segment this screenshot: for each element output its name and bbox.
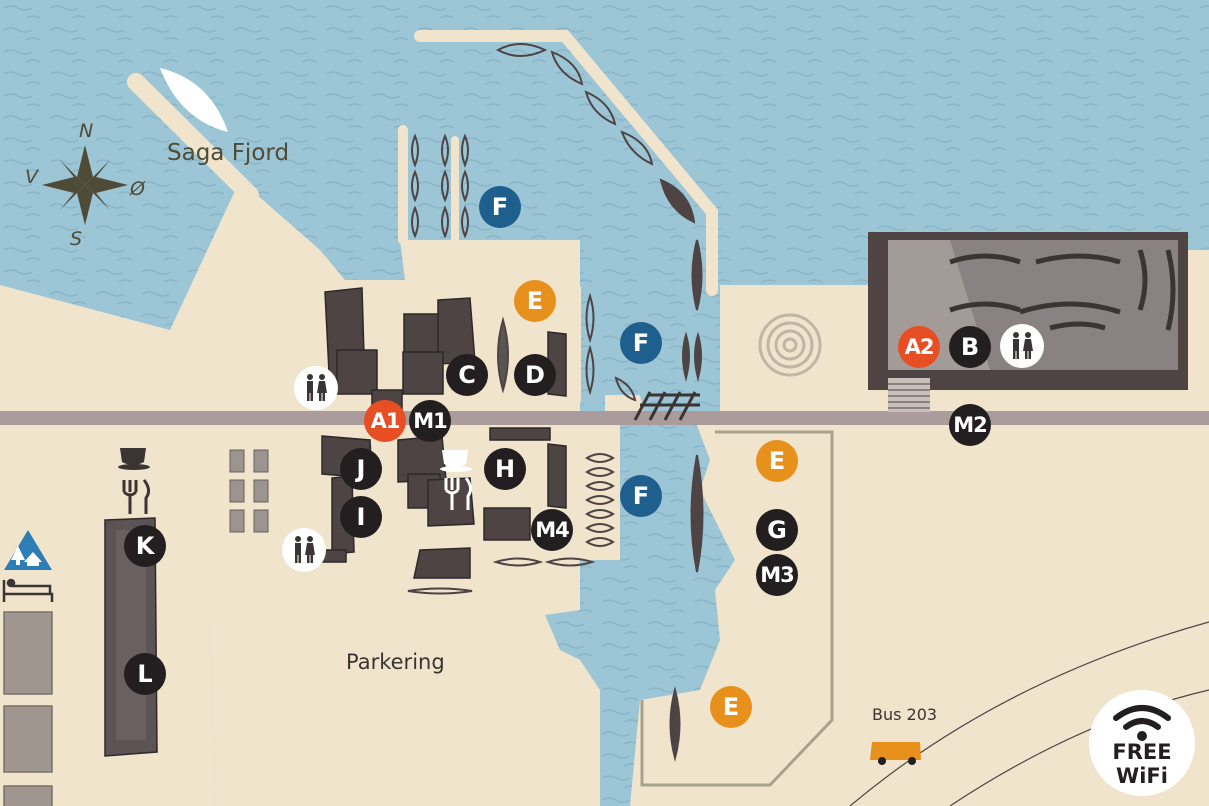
bus-icon — [870, 742, 921, 765]
restaurant-icon-2 — [444, 477, 473, 510]
marker-a1[interactable]: A1 — [364, 400, 406, 442]
toilet-icon — [282, 528, 326, 572]
bus-label: Bus 203 — [872, 705, 938, 724]
marker-e1[interactable]: E — [514, 280, 556, 322]
toilet-icon — [1000, 324, 1044, 368]
compass-rose-icon — [42, 145, 128, 225]
buildings — [104, 287, 567, 757]
marker-b[interactable]: B — [949, 326, 991, 368]
marker-e3[interactable]: E — [710, 686, 752, 728]
marker-f1[interactable]: F — [479, 186, 521, 228]
wifi-free-text: FREE — [1112, 740, 1172, 764]
restaurant-icon — [122, 479, 151, 514]
marker-c[interactable]: C — [446, 354, 488, 396]
small-huts — [229, 449, 269, 533]
cafe-icon-2 — [440, 450, 472, 472]
museum-building — [868, 232, 1188, 412]
boats — [407, 43, 704, 762]
jetty — [633, 391, 700, 421]
hostel-icon — [4, 530, 52, 570]
marker-a2[interactable]: A2 — [898, 326, 940, 368]
compass-west: V — [25, 166, 38, 188]
compass-east: Ø — [130, 178, 145, 200]
wifi-wifi-text: WiFi — [1116, 764, 1168, 788]
fjord-label: Saga Fjord — [167, 140, 290, 166]
marker-f2[interactable]: F — [620, 322, 662, 364]
left-stacks — [3, 611, 53, 806]
marker-h[interactable]: H — [484, 448, 526, 490]
marker-j[interactable]: J — [340, 448, 382, 490]
fence — [640, 430, 834, 787]
marker-k[interactable]: K — [124, 525, 166, 567]
bed-icon — [2, 578, 54, 602]
wifi-icon — [1113, 705, 1171, 741]
cafe-icon — [118, 448, 150, 470]
rail-line — [849, 621, 1209, 806]
marker-d[interactable]: D — [514, 354, 556, 396]
marker-l[interactable]: L — [124, 653, 166, 695]
piers — [127, 30, 718, 554]
marker-m2[interactable]: M2 — [949, 404, 991, 446]
compass-south: S — [70, 228, 83, 250]
marker-i[interactable]: I — [340, 496, 382, 538]
compass-north: N — [79, 120, 94, 142]
wifi-badge: FREE WiFi — [1089, 690, 1195, 796]
labyrinth-icon — [758, 313, 822, 377]
marker-m1[interactable]: M1 — [409, 400, 451, 442]
marker-m3[interactable]: M3 — [756, 554, 798, 596]
parking-label: Parkering — [346, 650, 445, 674]
marker-m4[interactable]: M4 — [531, 509, 573, 551]
marker-f3[interactable]: F — [620, 475, 662, 517]
main-road — [0, 411, 1209, 425]
marker-g[interactable]: G — [756, 509, 798, 551]
marker-e2[interactable]: E — [756, 440, 798, 482]
breakwater-rock — [160, 68, 228, 132]
toilet-icon — [294, 366, 338, 410]
